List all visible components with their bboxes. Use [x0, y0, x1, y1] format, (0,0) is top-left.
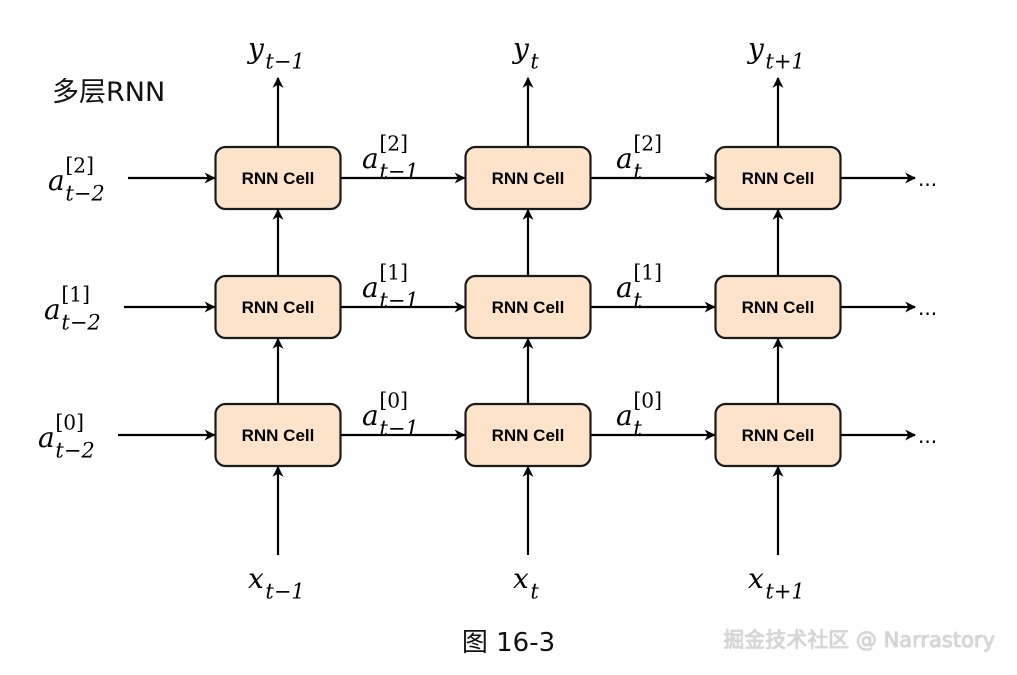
- svg-text:[0]: [0]: [379, 389, 408, 413]
- svg-text:t: t: [530, 580, 539, 604]
- svg-text:t: t: [530, 50, 539, 74]
- svg-text:[2]: [2]: [633, 132, 662, 156]
- svg-text:y: y: [511, 32, 530, 65]
- svg-text:a: a: [362, 271, 379, 304]
- state-label: a[2] t−1: [362, 132, 419, 184]
- state-label: a[0] t: [616, 389, 662, 441]
- svg-text:t−2: t−2: [61, 311, 100, 335]
- svg-text:a: a: [38, 421, 55, 454]
- rnn-cell: RNN Cell: [214, 145, 342, 211]
- svg-text:t−1: t−1: [379, 289, 418, 313]
- rnn-cell: RNN Cell: [464, 274, 592, 340]
- rnn-cell: RNN Cell: [464, 145, 592, 211]
- rnn-cell: RNN Cell: [214, 402, 342, 468]
- watermark: 掘金技术社区 @ Narrastory: [723, 628, 995, 652]
- state-label: a[2] t: [616, 132, 662, 184]
- rnn-cell-label: RNN Cell: [492, 426, 565, 445]
- rnn-cell-label: RNN Cell: [492, 298, 565, 317]
- svg-text:[0]: [0]: [633, 389, 662, 413]
- trailing-ellipsis: ...: [918, 167, 937, 191]
- svg-text:a: a: [616, 271, 633, 304]
- svg-text:a: a: [48, 164, 65, 197]
- svg-text:a: a: [44, 293, 61, 326]
- state-label: a[1] t: [616, 261, 662, 313]
- svg-text:t: t: [633, 160, 642, 184]
- svg-text:a: a: [616, 399, 633, 432]
- rnn-cell-label: RNN Cell: [742, 298, 815, 317]
- svg-text:t: t: [633, 417, 642, 441]
- svg-text:x: x: [748, 562, 764, 595]
- rnn-cell-label: RNN Cell: [742, 426, 815, 445]
- state-label-initial: a[0] t−2: [38, 411, 95, 463]
- rnn-cell: RNN Cell: [714, 145, 842, 211]
- state-label-initial: a[2] t−2: [48, 154, 105, 206]
- rnn-cell-label: RNN Cell: [242, 169, 315, 188]
- svg-text:[2]: [2]: [65, 154, 94, 178]
- svg-text:t: t: [633, 289, 642, 313]
- svg-text:[1]: [1]: [61, 283, 90, 307]
- state-label: a[0] t−1: [362, 389, 419, 441]
- rnn-cell-label: RNN Cell: [742, 169, 815, 188]
- rnn-cell-label: RNN Cell: [242, 298, 315, 317]
- svg-text:[1]: [1]: [633, 261, 662, 285]
- rnn-cell-label: RNN Cell: [242, 426, 315, 445]
- svg-text:y: y: [246, 32, 265, 65]
- svg-text:a: a: [362, 142, 379, 175]
- svg-text:a: a: [616, 142, 633, 175]
- svg-text:x: x: [513, 562, 529, 595]
- svg-text:x: x: [248, 562, 264, 595]
- svg-text:t+1: t+1: [765, 50, 804, 74]
- svg-text:[0]: [0]: [55, 411, 84, 435]
- svg-text:t−2: t−2: [55, 439, 94, 463]
- svg-text:t−2: t−2: [65, 182, 104, 206]
- rnn-cell: RNN Cell: [714, 402, 842, 468]
- svg-text:[1]: [1]: [379, 261, 408, 285]
- state-label-initial: a[1] t−2: [44, 283, 101, 335]
- svg-text:t−1: t−1: [265, 50, 304, 74]
- svg-text:a: a: [362, 399, 379, 432]
- state-label: a[1] t−1: [362, 261, 419, 313]
- figure-caption: 图 16-3: [461, 628, 556, 658]
- rnn-cell-label: RNN Cell: [492, 169, 565, 188]
- rnn-cell: RNN Cell: [714, 274, 842, 340]
- svg-text:t−1: t−1: [265, 580, 304, 604]
- trailing-ellipsis: ...: [918, 424, 937, 448]
- svg-text:y: y: [746, 32, 765, 65]
- svg-text:t+1: t+1: [765, 580, 804, 604]
- rnn-cell: RNN Cell: [464, 402, 592, 468]
- svg-text:t−1: t−1: [379, 160, 418, 184]
- rnn-cell: RNN Cell: [214, 274, 342, 340]
- trailing-ellipsis: ...: [918, 296, 937, 320]
- svg-text:t−1: t−1: [379, 417, 418, 441]
- diagram-title: 多层RNN: [52, 77, 166, 108]
- svg-text:[2]: [2]: [379, 132, 408, 156]
